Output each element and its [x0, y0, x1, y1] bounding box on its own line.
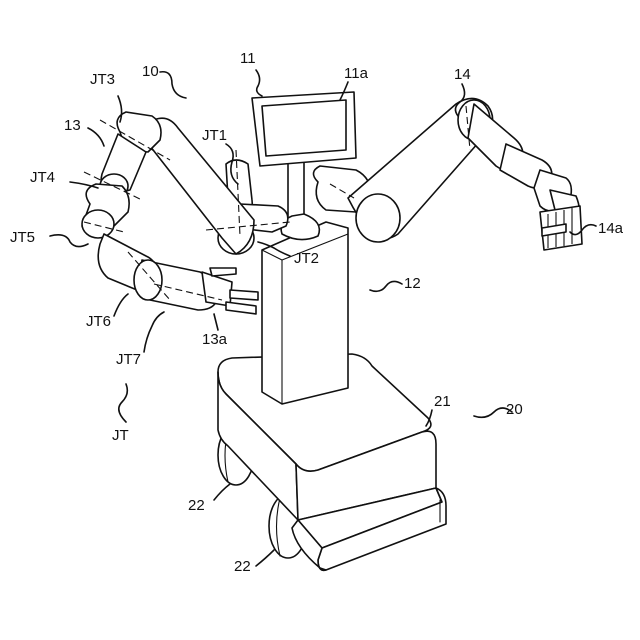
- leader-jt6: [114, 294, 128, 316]
- label-jt6: JT6: [86, 313, 111, 330]
- leader-22-b: [256, 550, 274, 566]
- label-10: 10: [142, 63, 159, 80]
- label-jt7: JT7: [116, 351, 141, 368]
- label-12: 12: [404, 275, 421, 292]
- right-hand-gripper: [540, 206, 582, 250]
- label-jt3: JT3: [90, 71, 115, 88]
- label-13a: 13a: [202, 331, 228, 348]
- label-22-front: 22: [188, 497, 205, 514]
- leader-22-a: [214, 484, 230, 500]
- leader-jt5: [50, 235, 88, 247]
- leader-13: [88, 128, 104, 146]
- leader-10: [160, 72, 186, 98]
- leader-11: [256, 70, 262, 96]
- label-11a: 11a: [344, 65, 369, 82]
- label-20: 20: [506, 401, 523, 418]
- label-jt5: JT5: [10, 229, 35, 246]
- label-jt: JT: [112, 427, 129, 444]
- label-jt2: JT2: [294, 250, 319, 267]
- display-screen: [262, 100, 346, 156]
- label-14a: 14a: [598, 220, 624, 237]
- label-22-rear: 22: [234, 558, 251, 575]
- label-13: 13: [64, 117, 81, 134]
- label-jt4: JT4: [30, 169, 55, 186]
- label-11: 11: [240, 50, 256, 67]
- label-14: 14: [454, 66, 471, 83]
- leader-12: [370, 281, 402, 291]
- leader-jt7: [144, 312, 164, 352]
- label-21: 21: [434, 393, 451, 410]
- leader-jt: [119, 384, 128, 422]
- label-jt1: JT1: [202, 127, 227, 144]
- leader-13a: [214, 314, 218, 330]
